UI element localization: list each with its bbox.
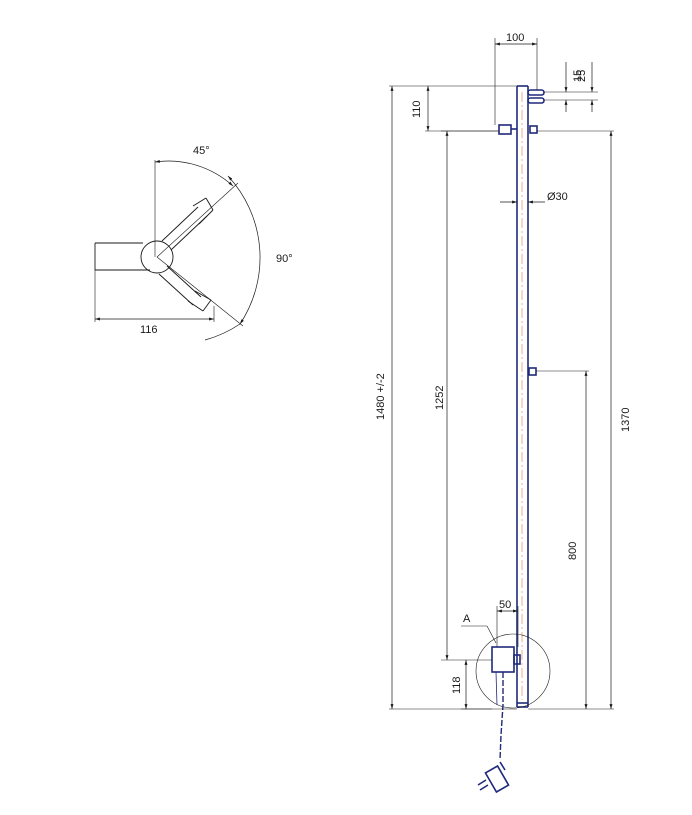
box-width-label: 50 <box>499 599 511 611</box>
plug-icon <box>477 761 510 794</box>
wall-stub <box>94 242 150 271</box>
top-view: 45° 90° 116 <box>94 145 293 341</box>
detail-a-circle <box>475 633 551 709</box>
inner-height-label: 1252 <box>434 386 446 410</box>
right-height-label: 1370 <box>620 408 632 432</box>
upper-arm <box>161 197 214 251</box>
angle-90-arc <box>227 175 261 325</box>
rail-body <box>516 85 529 708</box>
offset-25-label: 25 <box>576 70 588 82</box>
power-cable <box>495 671 504 761</box>
total-height-label: 1480 +/-2 <box>375 373 387 420</box>
junction-box <box>491 646 521 673</box>
top-height-label: 110 <box>411 100 423 118</box>
detail-a-label: A <box>463 613 471 625</box>
hub-circle <box>140 240 174 274</box>
width-116-label: 116 <box>140 324 158 336</box>
mid-height-label: 800 <box>567 542 579 560</box>
top-width-label: 100 <box>506 32 524 44</box>
middle-bracket <box>528 367 537 376</box>
diameter-label: Ø30 <box>547 191 568 203</box>
offset-15-label: 15 <box>572 70 584 82</box>
front-view: A 1480 +/-2 110 <box>375 32 632 794</box>
top-hooks <box>527 89 545 104</box>
angle-45-arc <box>154 159 234 187</box>
angle-90-label: 90° <box>276 253 293 265</box>
bottom-height-label: 118 <box>451 676 463 694</box>
lower-arm <box>158 265 212 312</box>
angle-45-label: 45° <box>193 145 210 157</box>
upper-bracket <box>498 124 538 135</box>
